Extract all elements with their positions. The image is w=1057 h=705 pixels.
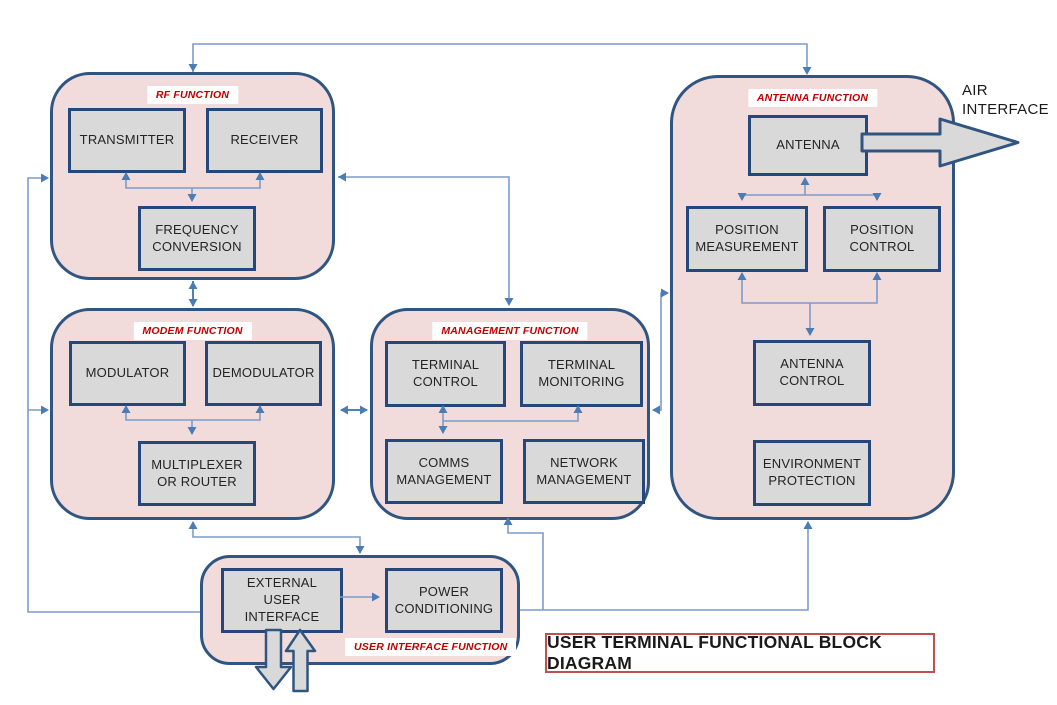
power-conditioning-block: POWER CONDITIONING	[385, 568, 503, 633]
link-management-antenna	[653, 292, 668, 411]
management-function-group: MANAGEMENT FUNCTION TERMINAL CONTROL TER…	[370, 308, 650, 520]
antenna-function-label: ANTENNA FUNCTION	[747, 89, 878, 107]
rf-function-group: RF FUNCTION TRANSMITTER RECEIVER FREQUEN…	[50, 72, 335, 280]
link-modem-userinterface	[192, 522, 361, 553]
frequency-conversion-block: FREQUENCY CONVERSION	[138, 206, 256, 271]
link-userinterface-management-antenna	[507, 518, 809, 611]
management-function-label: MANAGEMENT FUNCTION	[432, 322, 588, 340]
link-rf-management	[338, 176, 510, 304]
environment-protection-block: ENVIRONMENT PROTECTION	[753, 440, 871, 506]
network-management-block: NETWORK MANAGEMENT	[523, 439, 645, 504]
diagram-title: USER TERMINAL FUNCTIONAL BLOCK DIAGRAM	[545, 632, 935, 673]
position-control-block: POSITION CONTROL	[823, 206, 941, 272]
transmitter-block: TRANSMITTER	[68, 108, 186, 173]
antenna-block: ANTENNA	[748, 115, 868, 176]
receiver-block: RECEIVER	[206, 108, 323, 173]
user-interface-function-label: USER INTERFACE FUNCTION	[345, 638, 517, 656]
air-interface-label: AIR INTERFACE	[962, 82, 1049, 118]
modem-function-group: MODEM FUNCTION MODULATOR DEMODULATOR MUL…	[50, 308, 335, 520]
comms-management-block: COMMS MANAGEMENT	[385, 439, 503, 504]
multiplexer-or-router-block: MULTIPLEXER OR ROUTER	[138, 441, 256, 506]
demodulator-block: DEMODULATOR	[205, 341, 322, 406]
user-interface-function-group: USER INTERFACE FUNCTION EXTERNAL USER IN…	[200, 555, 520, 665]
antenna-control-block: ANTENNA CONTROL	[753, 340, 871, 406]
modem-function-label: MODEM FUNCTION	[133, 322, 252, 340]
modulator-block: MODULATOR	[69, 341, 186, 406]
terminal-control-block: TERMINAL CONTROL	[385, 341, 506, 407]
rf-function-label: RF FUNCTION	[146, 86, 239, 104]
position-measurement-block: POSITION MEASUREMENT	[686, 206, 808, 272]
external-user-interface-block: EXTERNAL USER INTERFACE	[221, 568, 343, 633]
terminal-monitoring-block: TERMINAL MONITORING	[520, 341, 643, 407]
antenna-function-group: ANTENNA FUNCTION ANTENNA POSITION MEASUR…	[670, 75, 955, 520]
link-rf-antenna-top	[192, 43, 808, 73]
